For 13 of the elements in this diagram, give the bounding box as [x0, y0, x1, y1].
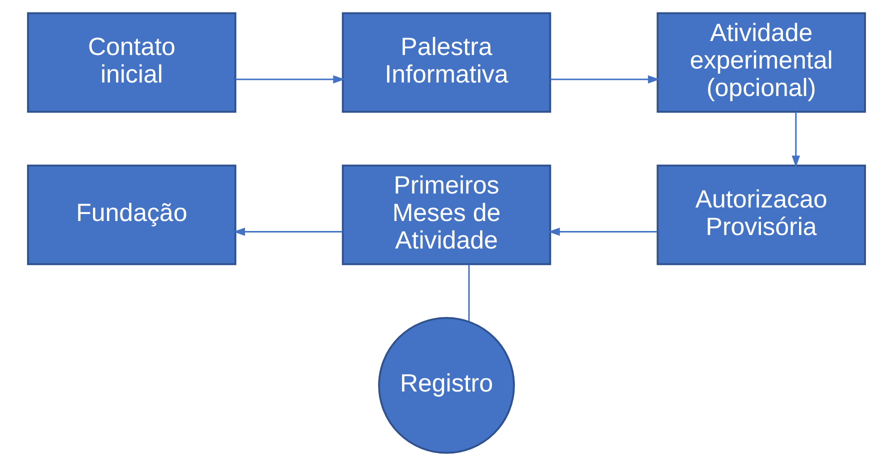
connector	[468, 264, 470, 322]
arrow	[236, 75, 345, 84]
node-box: Fundação	[27, 164, 236, 266]
node-circle: Registro	[378, 317, 515, 454]
node-box: Primeiros Meses de Atividade	[342, 164, 552, 266]
node-box: Contato inicial	[27, 12, 236, 113]
arrow	[548, 228, 658, 236]
arrow	[550, 75, 660, 84]
node-box: Palestra Informativa	[342, 12, 552, 113]
arrow	[233, 228, 343, 236]
node-box: Autorizacao Provisória	[656, 164, 866, 266]
arrow	[792, 112, 800, 168]
node-box: Atividade experimental (opcional)	[656, 12, 866, 113]
